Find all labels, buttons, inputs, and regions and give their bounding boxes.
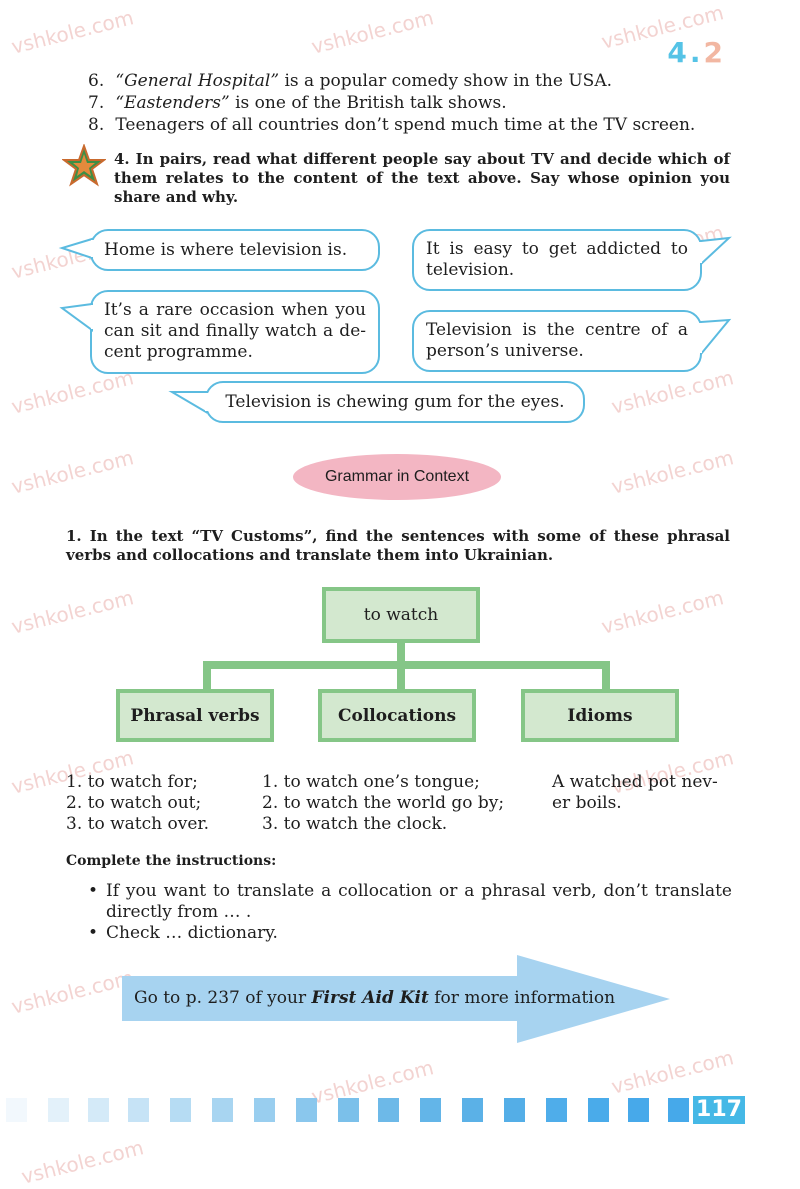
bullet-item: •Check … dictionary. (88, 923, 278, 943)
watermark: vshkole.com (8, 965, 137, 1019)
diagram-connector (397, 661, 405, 691)
watermark: vshkole.com (18, 1135, 147, 1189)
list-item: 1. to watch one’s tongue; (262, 772, 480, 792)
task-4-instructions: 4. In pairs, read what different people … (114, 150, 730, 206)
star-icon (62, 144, 106, 187)
watermark: vshkole.com (598, 585, 727, 639)
statement-6: 6. “General Hospital” is a popular comed… (88, 71, 612, 91)
instruction-bullets: •If you want to translate a collocation … (88, 881, 732, 944)
bubble-tail (58, 237, 95, 260)
watermark: vshkole.com (8, 5, 137, 59)
watermark: vshkole.com (8, 445, 137, 499)
watermark: vshkole.com (608, 1045, 737, 1099)
unit-label: 4.2 (667, 36, 726, 69)
idioms-list: A watched pot nev- er boils. (552, 772, 718, 814)
list-item: 3. to watch over. (66, 814, 210, 834)
diagram-connector (203, 661, 211, 691)
bullet-icon: • (88, 881, 99, 901)
statement-7: 7. “Eastenders” is one of the British ta… (88, 93, 507, 113)
list-item: 3. to watch the clock. (262, 814, 448, 834)
speech-bubble-5: Television is chewing gum for the eyes. (205, 381, 585, 423)
watermark: vshkole.com (308, 5, 437, 59)
watermark: vshkole.com (608, 365, 737, 419)
watermark: vshkole.com (308, 1055, 437, 1109)
complete-instructions-heading: Complete the instructions: (66, 853, 277, 869)
page-number: 117 (693, 1096, 745, 1124)
speech-bubble-3: It’s a rare occasion when you can sit an… (90, 290, 380, 374)
diagram-box-idioms: Idioms (521, 689, 679, 742)
diagram-root-box: to watch (322, 587, 480, 643)
watermark: vshkole.com (608, 445, 737, 499)
unit-lesson: 2 (703, 36, 726, 69)
diagram-box-collocations: Collocations (318, 689, 476, 742)
bubble-tail (698, 318, 732, 357)
diagram-connector (602, 661, 610, 691)
bullet-icon: • (88, 923, 99, 943)
phrasal-verbs-list: 1. to watch for; 2. to watch out; 3. to … (66, 772, 209, 835)
diagram-connector (203, 661, 610, 669)
statement-8: 8. Teenagers of all countries don’t spen… (88, 115, 696, 135)
collocations-list: 1. to watch one’s tongue; 2. to watch th… (262, 772, 504, 835)
statement-list: 6. “General Hospital” is a popular comed… (88, 70, 748, 136)
speech-bubble-2: It is easy to get addicted to television… (412, 229, 702, 291)
list-item: A watched pot nev- (552, 772, 718, 792)
list-item: er boils. (552, 793, 622, 813)
first-aid-kit-reference: Go to p. 237 of your First Aid Kit for m… (134, 988, 616, 1008)
list-item: 2. to watch out; (66, 793, 202, 813)
arrow-icon (122, 955, 670, 1043)
bullet-item: •If you want to translate a collocation … (88, 881, 732, 922)
list-item: 2. to watch the world go by; (262, 793, 505, 813)
bubble-tail (168, 391, 209, 414)
bubble-tail (698, 236, 732, 267)
unit-number: 4 (667, 36, 690, 69)
diagram-connector (397, 641, 405, 663)
speech-bubble-4: Television is the centre of a person’s u… (412, 310, 702, 372)
section-title-grammar: Grammar in Context (293, 454, 501, 500)
speech-bubble-1: Home is where television is. (90, 229, 380, 271)
diagram-box-phrasal-verbs: Phrasal verbs (116, 689, 274, 742)
bubble-tail (59, 302, 95, 332)
list-item: 1. to watch for; (66, 772, 198, 792)
task-1-instructions: 1. In the text “TV Customs”, find the se… (66, 527, 730, 564)
watermark: vshkole.com (8, 585, 137, 639)
